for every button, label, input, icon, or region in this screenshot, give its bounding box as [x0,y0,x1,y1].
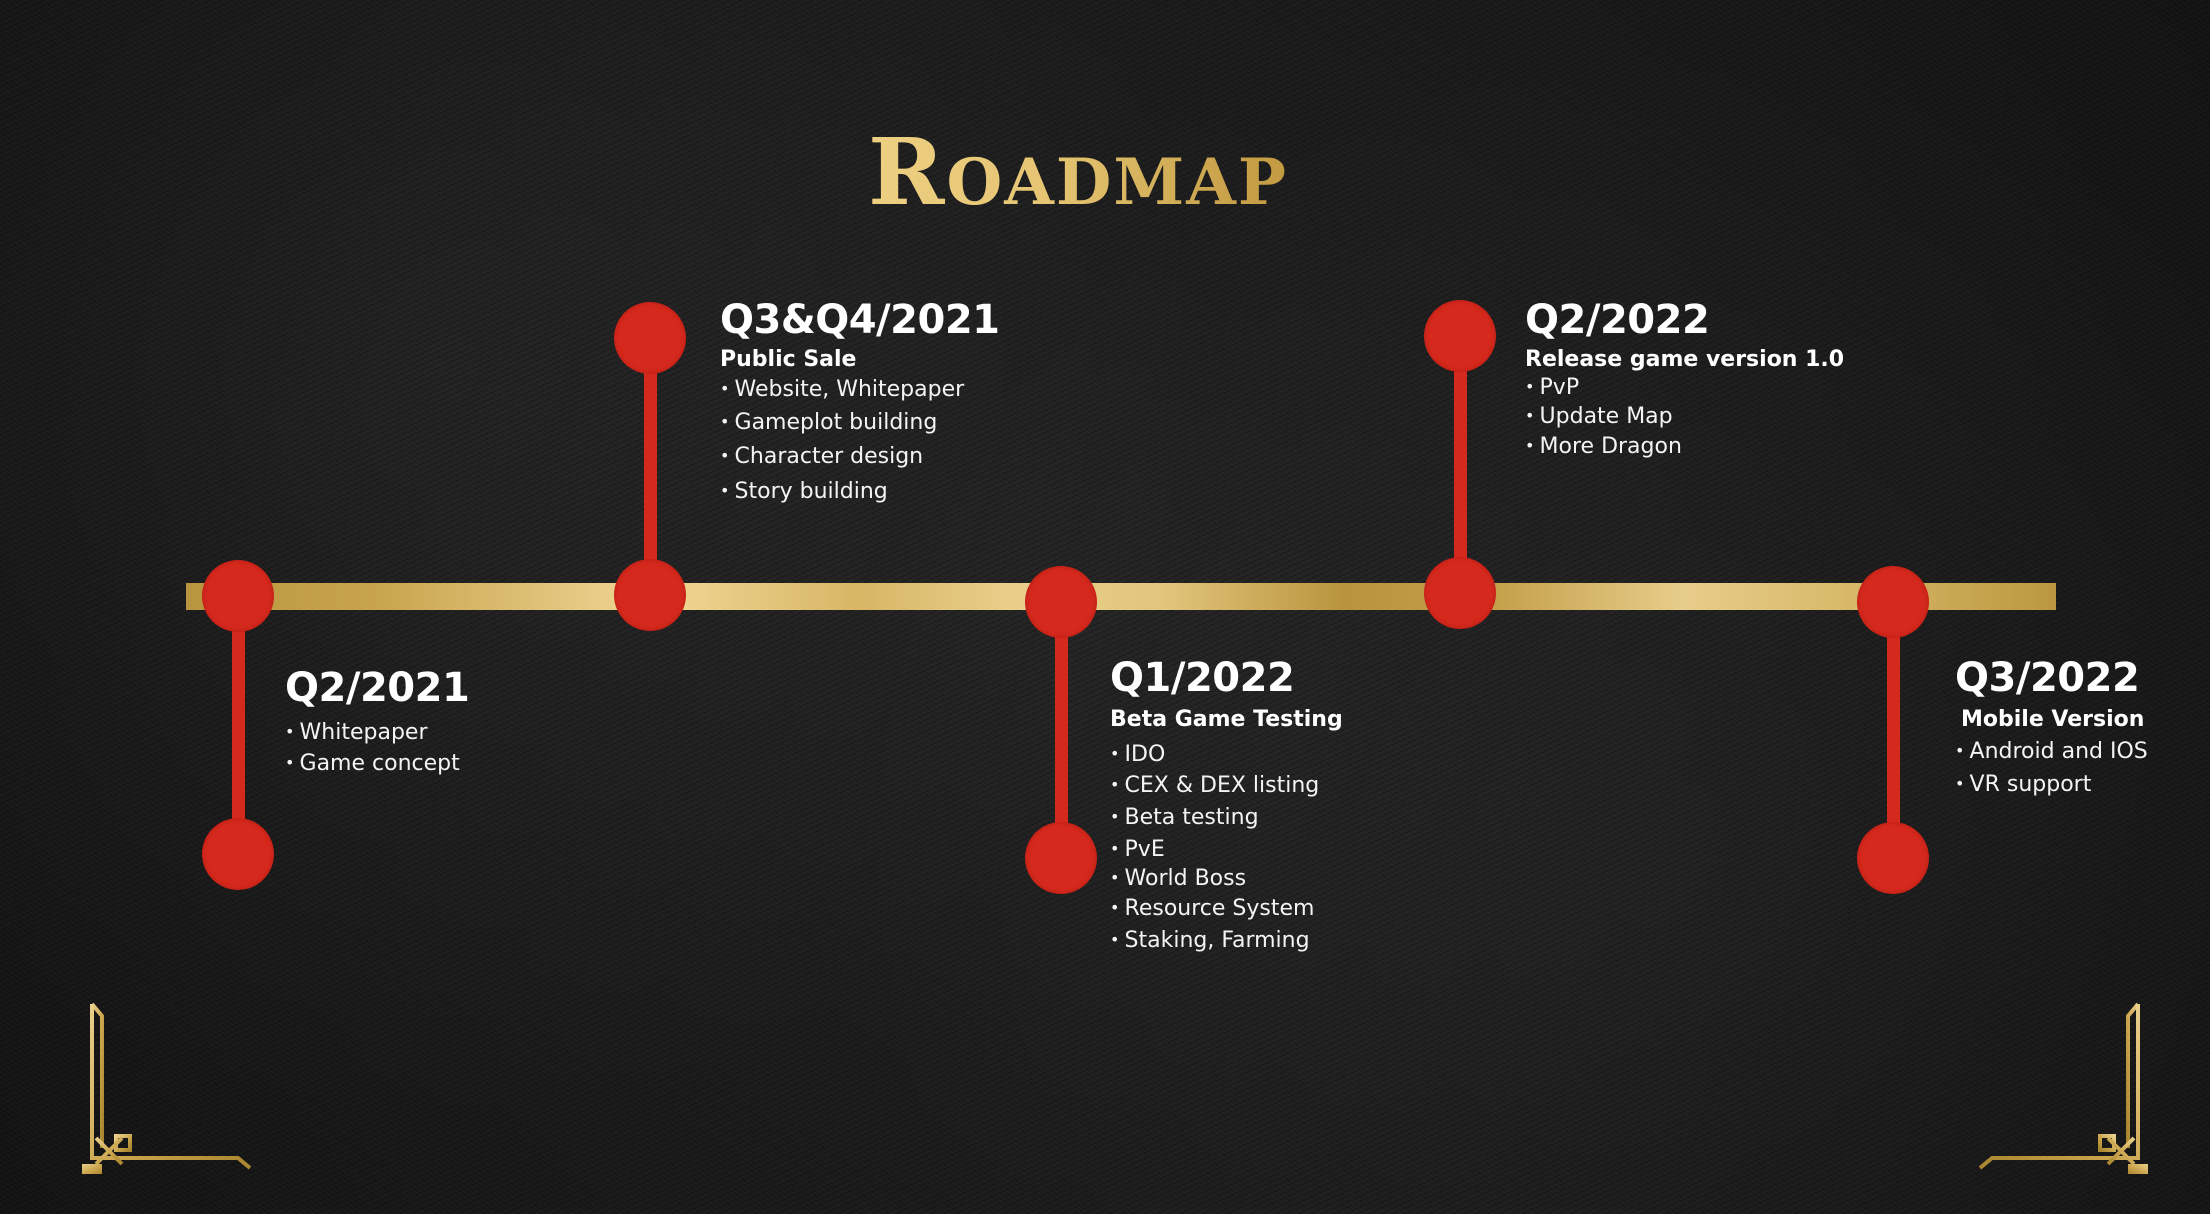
milestone-quarter: Q3/2022 [1955,655,2140,701]
milestone-q2-2021: Q2/2021 Whitepaper Game concept [285,664,470,780]
milestone-subtitle: Beta Game Testing [1110,707,1343,732]
page-title: Roadmap [778,112,1378,232]
milestone-stem [1887,606,1900,856]
milestone-q1-2022: Q1/2022 Beta Game Testing IDO CEX & DEX … [1110,654,1343,958]
list-item: Gameplot building [720,407,1000,440]
timeline-node[interactable] [1025,566,1097,638]
milestone-subtitle: Release game version 1.0 [1525,347,1845,372]
milestone-end-dot [614,302,686,374]
list-item: Website, Whitepaper [720,374,1000,407]
milestone-items: IDO CEX & DEX listing Beta testing PvE W… [1110,740,1343,958]
milestone-items: PvP Update Map More Dragon [1525,374,1844,463]
milestone-subtitle: Public Sale [720,347,857,372]
list-item: PvP [1525,374,1844,403]
list-item: PvE [1110,835,1343,865]
timeline-node[interactable] [1424,557,1496,629]
milestone-stem [1055,606,1068,856]
milestone-end-dot [202,818,274,890]
milestone-end-dot [1424,300,1496,372]
list-item: Story building [720,475,1000,510]
timeline-rail [186,583,2056,610]
list-item: More Dragon [1525,432,1844,463]
list-item: Android and IOS [1955,736,2148,769]
milestone-q3-2022: Q3/2022 Mobile Version Android and IOS V… [1955,654,2148,802]
timeline-node[interactable] [202,560,274,632]
timeline-node[interactable] [1857,566,1929,638]
list-item: Character design [720,440,1000,475]
milestone-quarter: Q3&Q4/2021 [720,297,1000,343]
list-item: Resource System [1110,894,1343,925]
art-deco-corner-icon [1964,990,2150,1176]
list-item: Game concept [285,749,469,780]
art-deco-corner-icon [80,990,266,1176]
list-item: VR support [1955,769,2148,802]
milestone-stem [232,600,245,850]
milestone-quarter: Q1/2022 [1110,655,1295,701]
milestone-stem [644,340,657,595]
list-item: Beta testing [1110,802,1343,835]
milestone-q3-q4-2021: Q3&Q4/2021 Public Sale Website, Whitepap… [720,296,1000,510]
timeline-node[interactable] [614,559,686,631]
milestone-stem [1454,340,1467,592]
milestone-quarter: Q2/2021 [285,665,470,711]
milestone-quarter: Q2/2022 [1525,297,1710,343]
list-item: Whitepaper [285,718,469,749]
milestone-items: Whitepaper Game concept [285,718,469,780]
list-item: CEX & DEX listing [1110,771,1343,802]
list-item: World Boss [1110,865,1343,894]
milestone-subtitle: Mobile Version [1961,707,2145,732]
milestone-end-dot [1025,822,1097,894]
list-item: IDO [1110,740,1343,771]
milestone-items: Android and IOS VR support [1955,736,2148,802]
milestone-q2-2022: Q2/2022 Release game version 1.0 PvP Upd… [1525,296,1844,463]
milestone-items: Website, Whitepaper Gameplot building Ch… [720,374,1000,510]
list-item: Staking, Farming [1110,925,1343,958]
milestone-end-dot [1857,822,1929,894]
list-item: Update Map [1525,403,1844,432]
